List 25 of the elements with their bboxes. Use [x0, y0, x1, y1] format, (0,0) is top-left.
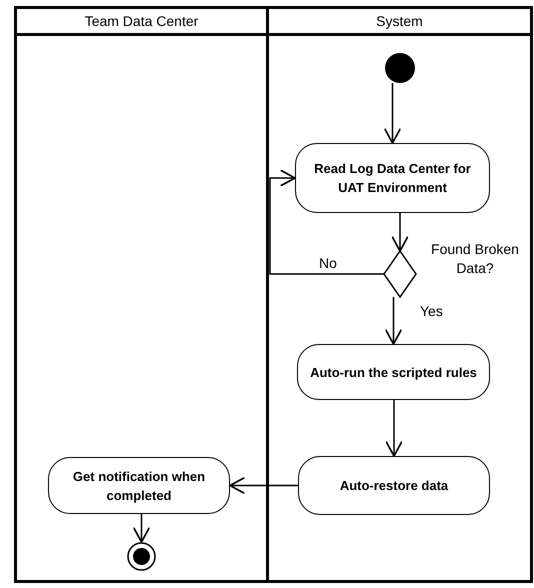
- action-box: [48, 457, 230, 514]
- edge-label: No: [318, 255, 338, 271]
- initial-node: [385, 53, 415, 83]
- arrow: [132, 514, 150, 543]
- arrow: [384, 83, 402, 144]
- swimlane-header: Team Data Center: [84, 12, 200, 31]
- arrow: [229, 476, 298, 494]
- arrow: [269, 169, 384, 275]
- action-text: Read Log Data Center for UAT Environment: [313, 160, 472, 197]
- arrow: [391, 213, 409, 252]
- arrow: [385, 400, 403, 457]
- action-box: [297, 344, 490, 400]
- action-text: Auto-restore data: [338, 477, 450, 495]
- swimlane: [266, 6, 533, 583]
- arrow: [384, 297, 402, 345]
- action-text: Get notification when completed: [72, 468, 206, 504]
- swimlane-header: System: [375, 12, 424, 31]
- action-text: Auto-run the scripted rules: [309, 364, 478, 382]
- decision-diamond: [384, 251, 416, 297]
- action-box: [295, 143, 490, 213]
- edge-label: Yes: [419, 303, 444, 319]
- swimlane: [14, 6, 269, 583]
- final-node: [127, 542, 156, 571]
- decision-label: Found Broken Data?: [430, 240, 520, 278]
- action-box: [298, 456, 490, 515]
